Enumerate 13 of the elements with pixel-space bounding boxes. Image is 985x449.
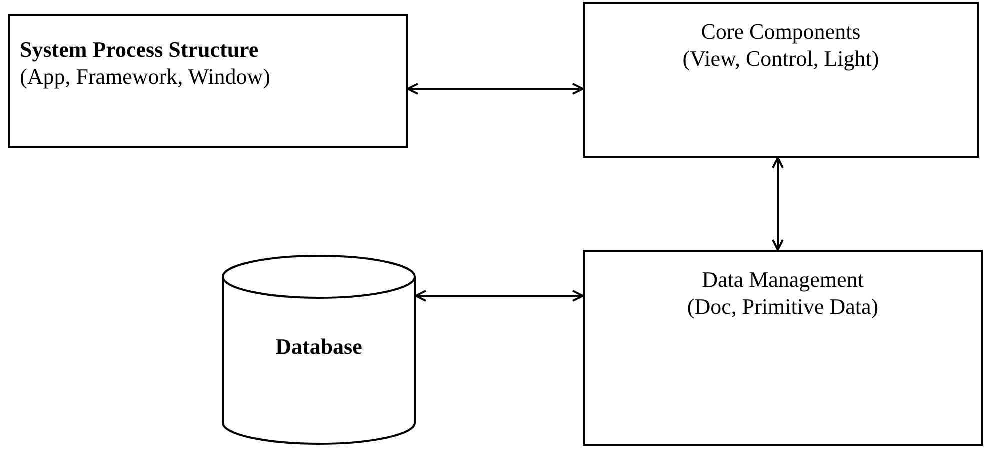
component-box — [8, 14, 408, 148]
double-arrow — [772, 157, 784, 251]
box-subtitle: (View, Control, Light) — [682, 45, 880, 72]
box-title: Data Management — [702, 266, 864, 293]
box-title: System Process Structure — [20, 36, 259, 63]
box-title: Core Components — [701, 18, 861, 45]
double-arrow — [415, 290, 584, 302]
component-box — [583, 2, 979, 158]
component-box — [583, 250, 983, 446]
double-arrow — [407, 83, 584, 95]
box-subtitle: (Doc, Primitive Data) — [687, 293, 879, 320]
box-subtitle: (App, Framework, Window) — [20, 63, 270, 90]
box-title: Database — [276, 333, 362, 360]
